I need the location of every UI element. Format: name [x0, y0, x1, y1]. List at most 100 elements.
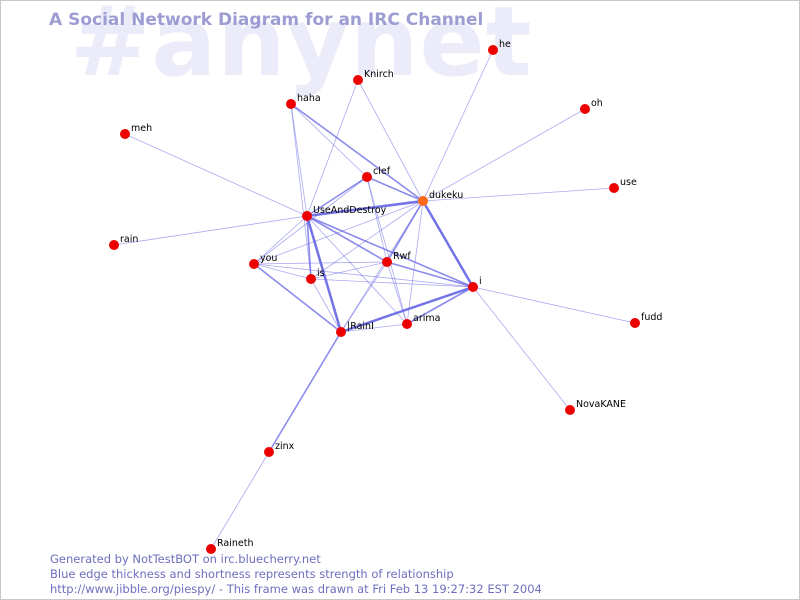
edge-haha-is — [290, 103, 312, 280]
node-dot-i — [468, 282, 478, 292]
footer: Generated by NotTestBOT on irc.bluecherr… — [50, 552, 542, 597]
node-dot-rainl — [336, 327, 346, 337]
node-dot-fudd — [630, 318, 640, 328]
edge-i-rainl — [340, 285, 474, 334]
node-label-use: use — [620, 177, 637, 188]
node-label-knirch: Knirch — [364, 69, 394, 80]
node-he: he — [488, 39, 511, 55]
edge-dukeku-i — [421, 200, 475, 288]
node-dot-dukeku — [418, 196, 428, 206]
node-dot-raineth — [206, 544, 216, 554]
edge-useanddestroy-rainl — [305, 215, 343, 333]
edge-zinx-raineth — [210, 451, 270, 550]
node-dot-zinx — [264, 447, 274, 457]
node-label-raineth: Raineth — [217, 538, 253, 549]
edge-you-is — [253, 263, 312, 280]
edge-rwf-is — [310, 261, 388, 280]
edge-i-novakane — [472, 286, 571, 411]
node-dot-he — [488, 45, 498, 55]
node-rwf: Rwf — [382, 251, 411, 267]
node-dukeku: dukeku — [418, 190, 463, 206]
edge-useanddestroy-i — [306, 215, 474, 288]
node-label-clef: clef — [373, 166, 391, 177]
node-label-he: he — [499, 39, 511, 50]
edge-clef-you — [253, 176, 368, 265]
node-dot-rwf — [382, 257, 392, 267]
edge-dukeku-rainl — [340, 200, 424, 333]
node-haha: haha — [286, 93, 321, 109]
edge-dukeku-you — [253, 200, 424, 265]
edge-i-arima — [406, 286, 474, 325]
edge-useanddestroy-clef — [306, 176, 368, 217]
node-zinx: zinx — [264, 441, 295, 457]
edge-i-fudd — [472, 286, 636, 324]
node-dot-knirch — [353, 75, 363, 85]
edge-useanddestroy-is — [306, 215, 312, 280]
edge-layer — [113, 49, 636, 550]
node-dot-arima — [402, 319, 412, 329]
node-knirch: Knirch — [353, 69, 394, 85]
edge-dukeku-oh — [422, 108, 586, 202]
edge-you-rainl — [253, 263, 342, 333]
node-clef: clef — [362, 166, 391, 182]
edge-rwf-i — [386, 261, 474, 288]
node-dot-use — [609, 183, 619, 193]
edge-you-i — [253, 263, 474, 288]
node-dot-is — [306, 274, 316, 284]
node-label-haha: haha — [297, 93, 321, 104]
edge-haha-clef — [290, 103, 368, 178]
node-label-novakane: NovaKANE — [576, 399, 626, 410]
node-label-i: i — [479, 276, 482, 287]
node-label-arima: arima — [413, 313, 440, 324]
node-label-rwf: Rwf — [393, 251, 411, 262]
node-you: you — [249, 253, 277, 269]
node-dot-novakane — [565, 405, 575, 415]
node-arima: arima — [402, 313, 440, 329]
node-fudd: fudd — [630, 312, 662, 328]
edge-useanddestroy-meh — [124, 133, 308, 217]
node-label-is: is — [317, 268, 325, 279]
node-novakane: NovaKANE — [565, 399, 626, 415]
node-dot-useanddestroy — [302, 211, 312, 221]
edge-useanddestroy-rain — [113, 215, 308, 246]
node-dot-haha — [286, 99, 296, 109]
edge-useanddestroy-knirch — [306, 79, 359, 217]
edge-dukeku-clef — [366, 176, 424, 202]
node-label-you: you — [260, 253, 277, 264]
node-label-rainl: |RainI — [347, 321, 374, 332]
node-label-dukeku: dukeku — [429, 190, 463, 201]
node-label-rain: rain — [120, 234, 138, 245]
node-oh: oh — [580, 98, 603, 114]
node-dot-oh — [580, 104, 590, 114]
edge-useanddestroy-you — [253, 215, 308, 265]
edge-rwf-you — [253, 261, 388, 265]
edge-dukeku-use — [422, 187, 615, 202]
channel-watermark: #anynet — [70, 0, 533, 98]
node-label-meh: meh — [131, 123, 152, 134]
edge-clef-rwf — [366, 176, 388, 263]
edge-dukeku-is — [310, 200, 424, 280]
node-is: is — [306, 268, 325, 284]
node-label-zinx: zinx — [275, 441, 295, 452]
node-label-oh: oh — [591, 98, 603, 109]
edge-dukeku-he — [422, 49, 494, 202]
footer-timestamp: http://www.jibble.org/piespy/ - This fra… — [50, 582, 542, 596]
footer-legend-note: Blue edge thickness and shortness repres… — [50, 567, 454, 581]
node-dot-rain — [109, 240, 119, 250]
node-useanddestroy: UseAndDestroy — [302, 205, 387, 221]
edge-clef-arima — [366, 176, 408, 325]
node-label-useanddestroy: UseAndDestroy — [313, 205, 387, 216]
edge-useanddestroy-haha — [290, 103, 308, 217]
node-dot-clef — [362, 172, 372, 182]
node-meh: meh — [120, 123, 152, 139]
node-dot-meh — [120, 129, 130, 139]
diagram-title: A Social Network Diagram for an IRC Chan… — [49, 10, 484, 30]
edge-is-rainl — [310, 278, 342, 333]
edge-dukeku-knirch — [357, 79, 424, 202]
node-rainl: |RainI — [336, 321, 374, 337]
edge-dukeku-haha — [290, 103, 424, 202]
edge-dukeku-useanddestroy — [306, 199, 424, 218]
